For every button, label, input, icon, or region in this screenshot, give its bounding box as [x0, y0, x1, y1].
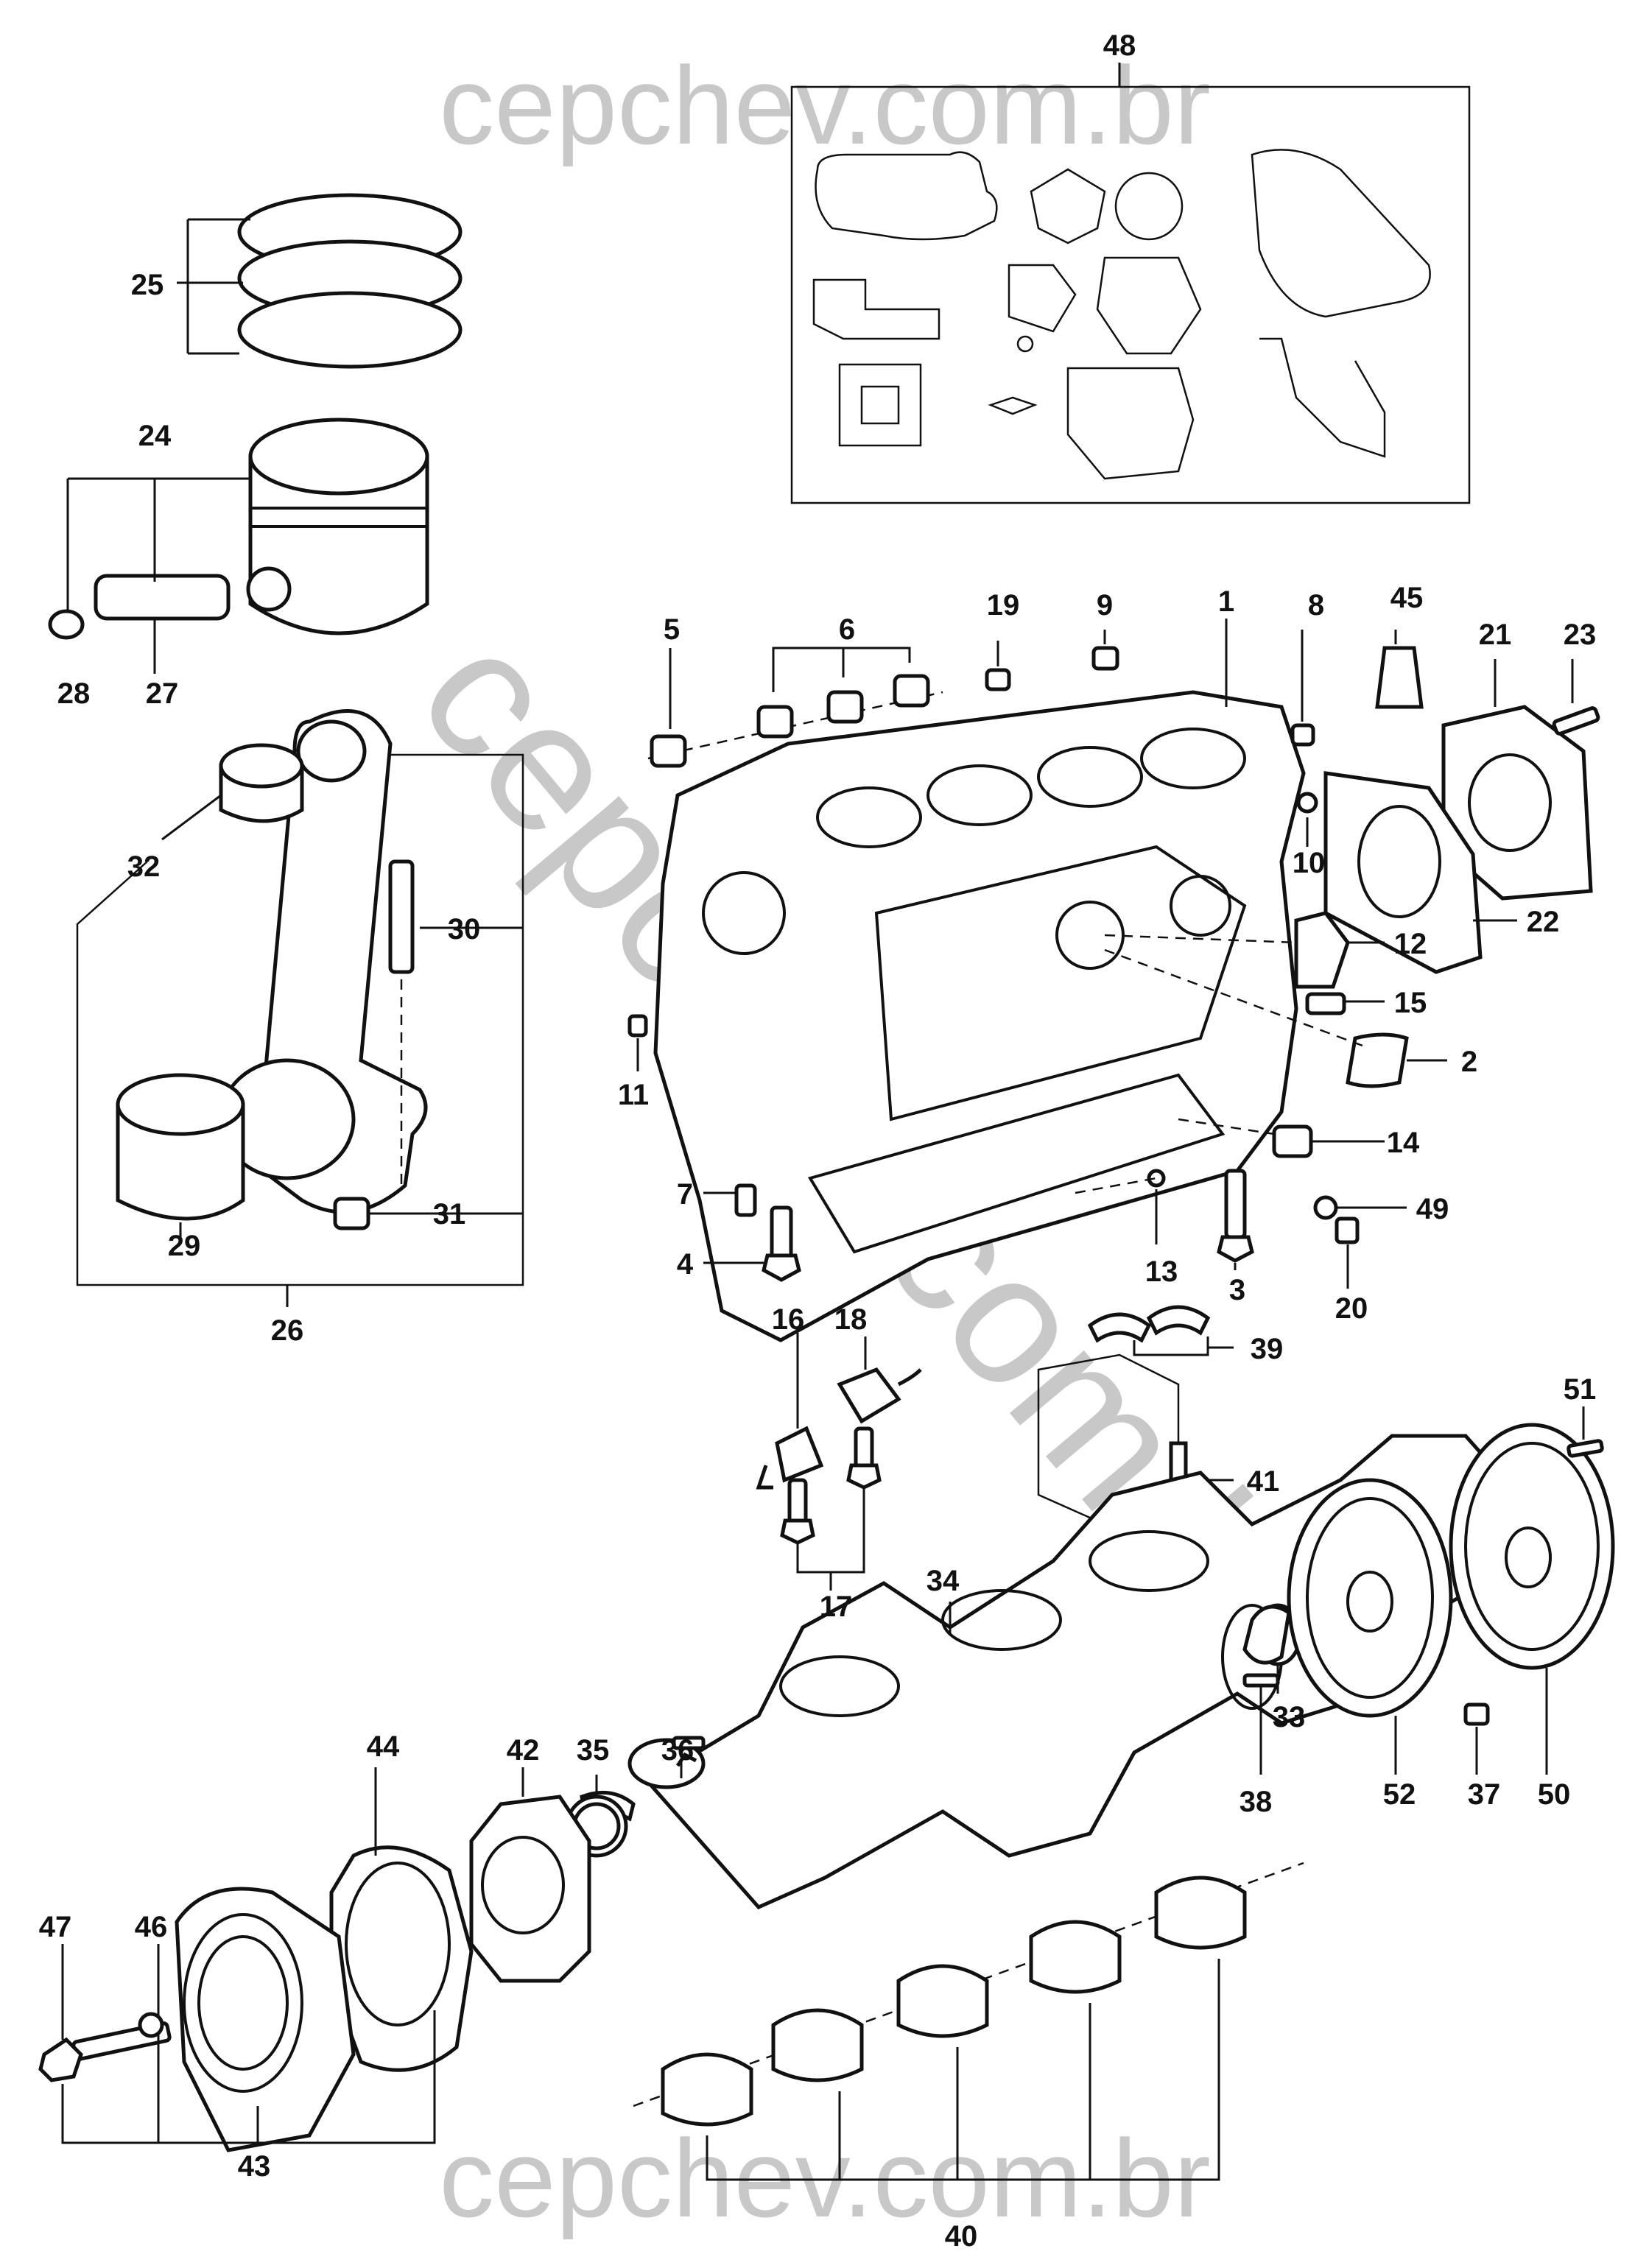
callout-48: 48	[1103, 29, 1136, 62]
callout-2: 2	[1461, 1046, 1477, 1078]
callout-14: 14	[1387, 1127, 1420, 1159]
callout-15: 15	[1394, 987, 1427, 1019]
callout-52: 52	[1383, 1778, 1416, 1811]
callout-1: 1	[1218, 585, 1234, 618]
callout-47: 47	[39, 1911, 72, 1943]
block-small-parts	[627, 619, 1600, 1289]
callout-41: 41	[1247, 1465, 1280, 1498]
callout-19: 19	[987, 589, 1020, 621]
callout-16: 16	[772, 1303, 805, 1336]
callout-6: 6	[839, 613, 855, 646]
callout-27: 27	[146, 677, 179, 710]
callout-17: 17	[820, 1591, 853, 1623]
callout-32: 32	[127, 850, 161, 883]
callout-43: 43	[238, 2150, 271, 2183]
watermark-top: cepchev.com.br	[439, 43, 1211, 167]
callout-labels: 48 25 24 28 27 32 30 31 29 26 5 6 19 9 1…	[39, 29, 1597, 2253]
main-bearings	[633, 1862, 1304, 2181]
piston-assembly	[48, 418, 429, 674]
callout-28: 28	[57, 677, 91, 710]
callout-42: 42	[507, 1734, 540, 1767]
watermark-bottom: cepchev.com.br	[439, 2116, 1211, 2240]
gasket-set-box	[790, 63, 1471, 504]
callout-13: 13	[1145, 1256, 1178, 1288]
callout-18: 18	[834, 1303, 868, 1336]
callout-50: 50	[1538, 1778, 1571, 1811]
callout-35: 35	[577, 1734, 610, 1767]
callout-20: 20	[1335, 1292, 1368, 1325]
callout-44: 44	[367, 1730, 400, 1763]
piston-rings	[177, 193, 463, 369]
flywheels	[1242, 1406, 1615, 1775]
callout-30: 30	[448, 913, 481, 945]
callout-51: 51	[1564, 1373, 1597, 1406]
front-end-parts	[38, 1767, 591, 2152]
callout-23: 23	[1564, 619, 1597, 651]
callout-46: 46	[135, 1911, 168, 1943]
callout-49: 49	[1416, 1193, 1449, 1225]
callout-29: 29	[168, 1230, 201, 1262]
callout-37: 37	[1468, 1778, 1501, 1811]
connecting-rod-assembly	[76, 709, 524, 1307]
callout-33: 33	[1273, 1701, 1306, 1733]
callout-40: 40	[945, 2220, 978, 2253]
callout-26: 26	[271, 1314, 304, 1347]
callout-25: 25	[131, 269, 164, 301]
callout-38: 38	[1240, 1786, 1273, 1818]
callout-34: 34	[926, 1565, 960, 1597]
callout-4: 4	[677, 1248, 694, 1281]
engine-block	[653, 690, 1306, 1342]
callout-36: 36	[661, 1734, 695, 1767]
callout-21: 21	[1479, 619, 1512, 651]
callout-12: 12	[1394, 928, 1427, 960]
callout-39: 39	[1251, 1333, 1284, 1365]
callout-7: 7	[677, 1178, 693, 1211]
callout-24: 24	[138, 420, 172, 452]
callout-10: 10	[1293, 847, 1326, 879]
callout-31: 31	[433, 1198, 466, 1230]
callout-3: 3	[1229, 1274, 1245, 1306]
callout-11: 11	[618, 1079, 649, 1111]
callout-5: 5	[664, 613, 680, 646]
callout-45: 45	[1390, 582, 1424, 614]
callout-8: 8	[1308, 589, 1324, 621]
callout-9: 9	[1097, 589, 1113, 621]
callout-22: 22	[1527, 906, 1560, 938]
